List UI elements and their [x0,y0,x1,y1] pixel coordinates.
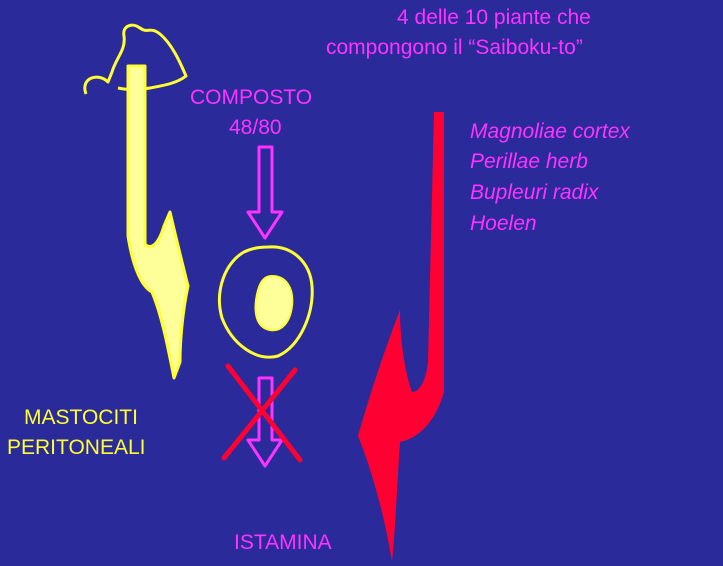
plant-item: Hoelen [470,212,537,236]
red-curved-arrow [358,112,444,562]
mast-cell-nucleus [256,276,293,330]
title-line-2: compongono il “Saiboku-to” [326,36,583,60]
composto-number: 48/80 [229,116,282,140]
magenta-down-arrow-top [248,147,282,238]
peritoneali-label: PERITONEALI [7,436,146,460]
yellow-curved-arrow [128,66,188,378]
plant-item: Magnoliae cortex [470,120,630,144]
plant-item: Bupleuri radix [470,181,598,205]
mastociti-label: MASTOCITI [24,406,138,430]
inhibition-x-mark [224,366,300,460]
istamina-label: ISTAMINA [234,531,332,555]
composto-label: COMPOSTO [190,86,312,110]
plant-item: Perillae herb [470,150,588,174]
title-line-1: 4 delle 10 piante che [397,6,591,30]
